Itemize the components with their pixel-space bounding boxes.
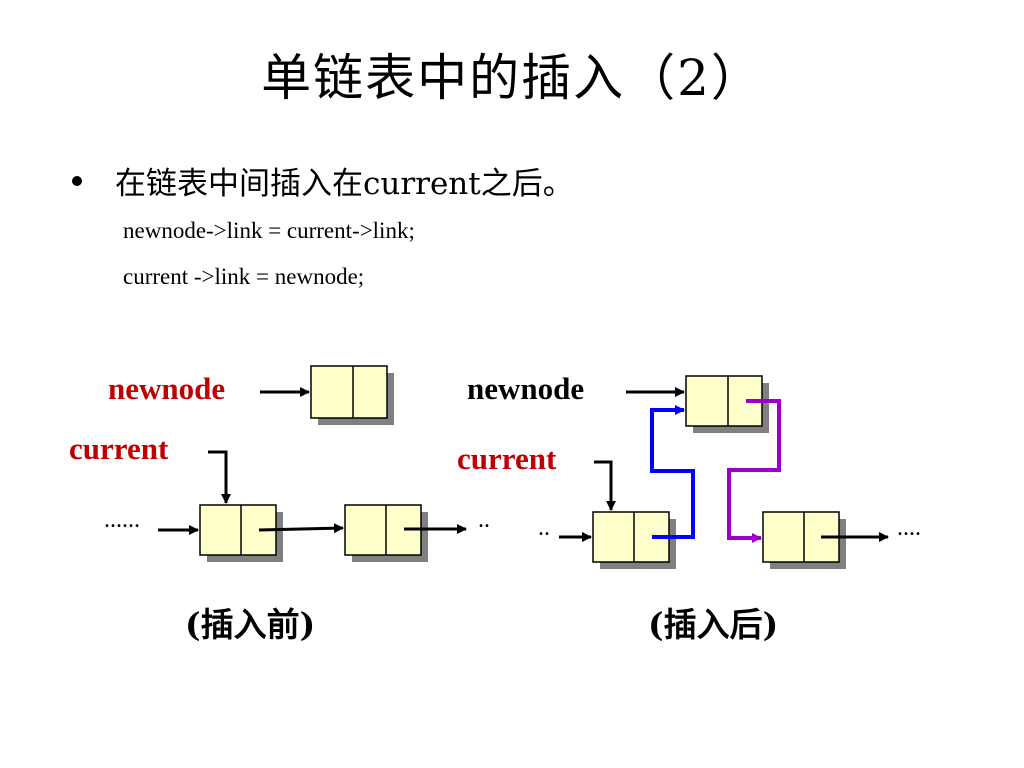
before-newnode-node — [310, 365, 394, 425]
slide-title: 单链表中的插入（2） — [261, 49, 763, 107]
before-right-dots: .. — [478, 507, 490, 533]
before-next-node — [344, 504, 428, 562]
code-line-1: newnode->link = current->link; — [123, 218, 415, 243]
code-line-2: current ->link = newnode; — [123, 264, 365, 289]
bullet-text: 在链表中间插入在current之后。 — [115, 166, 574, 202]
after-purple-link — [727, 399, 781, 543]
after-caption: (插入后) — [648, 605, 779, 644]
after-blue-link — [650, 405, 695, 539]
after-left-dots: .. — [538, 515, 550, 541]
after-current-label: current — [457, 441, 557, 476]
before-current-node — [199, 504, 283, 562]
before-current-arrow — [208, 450, 231, 504]
after-right-dots: .... — [897, 515, 921, 541]
after-newnode-node — [685, 375, 769, 433]
before-left-dots: ...... — [104, 507, 140, 533]
after-next-node — [762, 511, 846, 569]
after-current-arrow — [594, 460, 616, 511]
after-current-node — [592, 511, 676, 569]
before-newnode-label: newnode — [108, 371, 226, 406]
before-current-label: current — [69, 431, 169, 466]
before-link-arrow — [258, 523, 344, 534]
before-caption: (插入前) — [185, 605, 316, 644]
bullet-dot — [72, 176, 82, 186]
after-newnode-label: newnode — [467, 371, 585, 406]
